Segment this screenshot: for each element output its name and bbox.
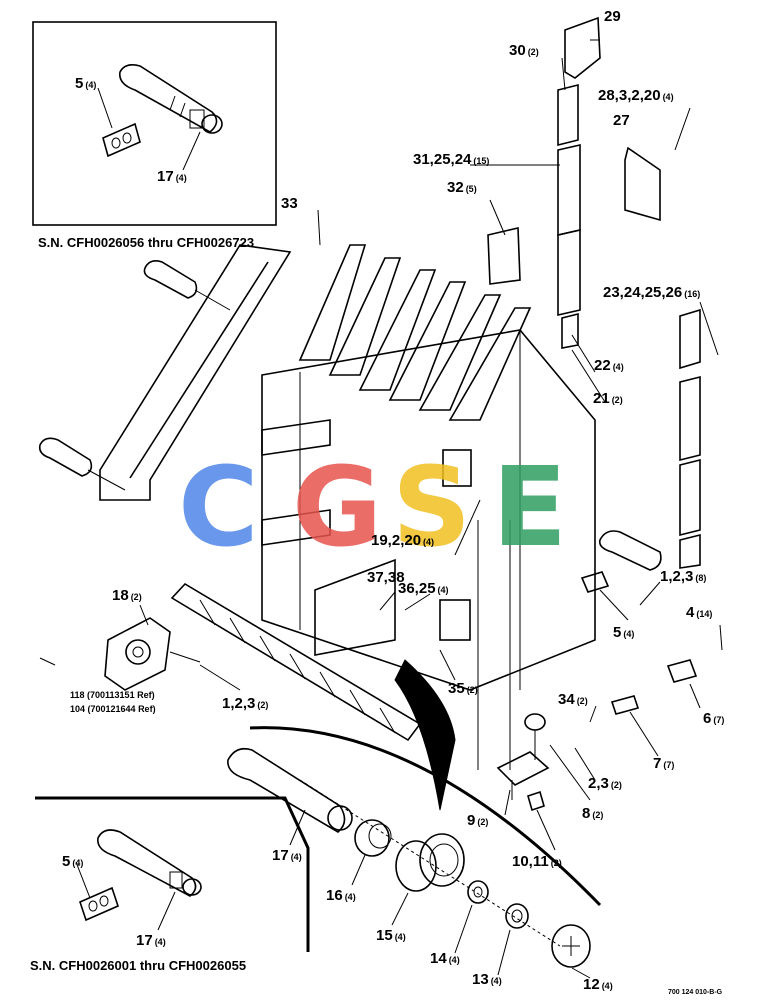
- drawing-number: 700 124 010-B-G: [668, 989, 723, 996]
- washer-14: [467, 880, 489, 904]
- inset-top-left: [32, 21, 277, 226]
- bumper-bracket: [477, 520, 550, 812]
- callout-5-bottom: 5(4): [62, 853, 83, 870]
- callout-19: 19,2,20(4): [371, 532, 434, 549]
- right-roller: [580, 530, 698, 715]
- callout-28: 28,3,2,20(4): [598, 87, 674, 104]
- callout-14: 14(4): [430, 950, 460, 967]
- inset-bottom-plate: [79, 886, 119, 922]
- callout-29: 29: [604, 8, 621, 25]
- callout-34: 34(2): [558, 691, 588, 708]
- callout-30: 30(2): [509, 42, 539, 59]
- callout-17-mid: 17(4): [272, 847, 302, 864]
- callout-10-11: 10,11(2): [512, 853, 562, 870]
- callout-36-25: 36,25(4): [398, 580, 449, 597]
- callout-1-2-3-right: 1,2,3(8): [660, 568, 706, 585]
- watermark-letter-g: G: [292, 443, 382, 571]
- callout-17-bottom: 17(4): [136, 932, 166, 949]
- callout-37-38: 37,38: [367, 569, 405, 586]
- callout-16: 16(4): [326, 887, 356, 904]
- leader-lines: [39, 39, 723, 979]
- callout-12: 12(4): [583, 976, 613, 993]
- ref-note-118: 118 (700113151 Ref): [70, 690, 155, 700]
- inset-top-shaft: [118, 64, 223, 134]
- callout-21: 21(2): [593, 390, 623, 407]
- callout-31: 31,25,24(15): [413, 151, 489, 168]
- callouts: 29 30(2) 28,3,2,20(4) 27 31,25,24(15) 32…: [62, 8, 724, 993]
- callout-2-3: 2,3(2): [588, 775, 622, 792]
- callout-4: 4(14): [686, 604, 712, 621]
- inset-top-plate: [102, 122, 141, 158]
- watermark-letter-c: C: [178, 443, 259, 571]
- callout-8: 8(2): [582, 805, 603, 822]
- callout-1-2-3-left: 1,2,3(2): [222, 695, 268, 712]
- callout-13: 13(4): [472, 971, 502, 988]
- callout-15: 15(4): [376, 927, 406, 944]
- roller-15: [395, 833, 465, 892]
- inset-bottom-left: [35, 796, 310, 952]
- watermark-letter-e: E: [492, 443, 567, 571]
- inset-bottom-shaft: [97, 829, 202, 897]
- callout-18: 18(2): [112, 587, 142, 604]
- explode-arrow: [394, 659, 456, 811]
- callout-5-top: 5(4): [75, 75, 96, 92]
- callout-32: 32(5): [447, 179, 477, 196]
- serial-note-top: S.N. CFH0026056 thru CFH0026723: [38, 235, 254, 250]
- callout-35: 35(2): [448, 680, 478, 697]
- watermark: C G S E: [178, 443, 567, 571]
- callout-27: 27: [613, 112, 630, 129]
- cap-12: [551, 924, 591, 968]
- ref-note-104: 104 (700121644 Ref): [70, 704, 156, 714]
- callout-6: 6(7): [703, 710, 724, 727]
- callout-17-top: 17(4): [157, 168, 187, 185]
- watermark-letter-s: S: [392, 443, 471, 571]
- bushing-16: [354, 819, 392, 857]
- callout-5-right: 5(4): [613, 624, 634, 641]
- flange-bearing: [104, 617, 201, 691]
- exploded-roller-parts: [227, 726, 602, 968]
- right-channel-parts: [487, 16, 701, 569]
- left-shafts: [38, 260, 231, 491]
- callout-33: 33: [281, 195, 298, 212]
- callout-23: 23,24,25,26(16): [603, 284, 700, 301]
- callout-9: 9(2): [467, 812, 488, 829]
- serial-note-bottom: S.N. CFH0026001 thru CFH0026055: [30, 958, 246, 973]
- nut-13: [505, 903, 529, 929]
- callout-22: 22(4): [594, 357, 624, 374]
- callout-7: 7(7): [653, 755, 674, 772]
